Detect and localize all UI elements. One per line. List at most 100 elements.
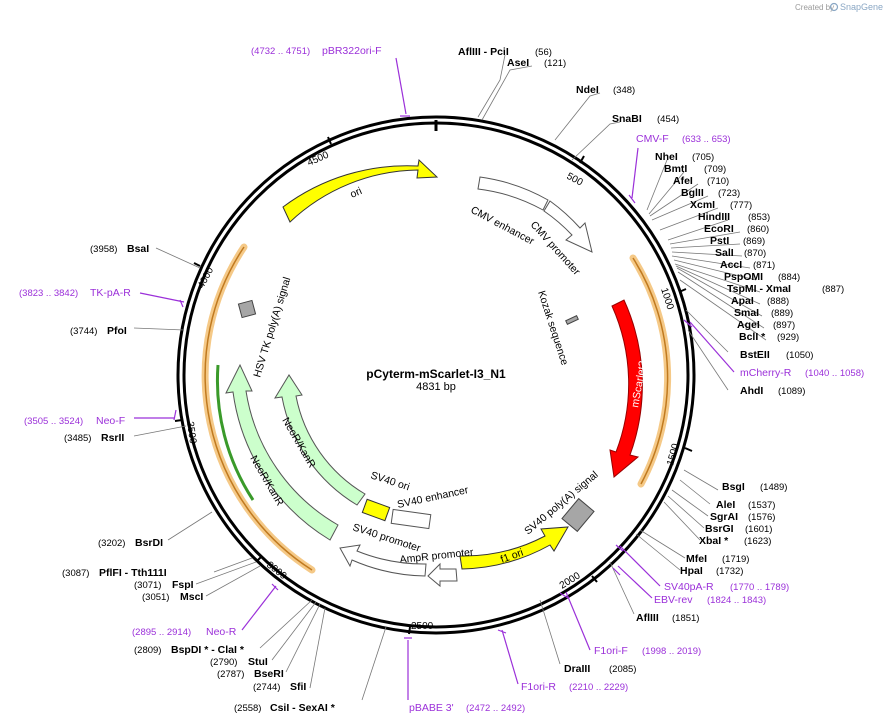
primer-mcherry[interactable]: mCherry-R [740,367,792,379]
site-apai[interactable]: ApaI [731,295,754,307]
primer-line [241,585,277,631]
primer-tkpa-pos: (3823 .. 3842) [19,288,78,299]
leader-line [133,425,187,437]
primer-neof[interactable]: Neo-F [96,415,125,427]
leader-line [671,255,751,269]
site-ndei[interactable]: NdeI [576,84,599,96]
site-bsgi[interactable]: BsgI [722,481,745,493]
cmv-promoter-feature[interactable] [543,200,593,253]
sv40-ori-feature[interactable] [361,498,391,522]
primer-line [619,545,661,587]
site-bglii[interactable]: BglII [681,187,704,199]
highlight-outline [204,246,313,571]
site-sgrai[interactable]: SgrAI [710,511,738,523]
primer-line [395,57,407,115]
site-sali[interactable]: SalI [715,247,734,259]
site-ahdi[interactable]: AhdI [740,385,763,397]
site-bsteii[interactable]: BstEII [740,349,770,361]
primer-f1orir[interactable]: F1ori-R [521,681,556,693]
site-hpai-pos: (1732) [716,566,743,577]
site-msci-pos: (3051) [142,592,169,603]
site-snabi[interactable]: SnaBI [612,113,642,125]
site-asei[interactable]: AseI [507,57,529,69]
primer-pbr322[interactable]: pBR322ori-F [322,45,382,57]
site-alei-pos: (1537) [748,500,775,511]
primer-mark [179,299,184,308]
site-hpai[interactable]: HpaI [680,565,703,577]
ampr-promoter-feature[interactable] [427,562,458,588]
site-bsai[interactable]: BsaI [127,243,149,255]
ori-feature[interactable] [282,158,439,223]
site-nhei-pos: (705) [692,152,714,163]
primer-sv40pa[interactable]: SV40pA-R [664,581,714,593]
site-xbai[interactable]: XbaI * [699,535,729,547]
site-afliii-pcii[interactable]: AflIII - PciI [458,46,509,58]
site-agei[interactable]: AgeI [737,319,760,331]
site-pspomi[interactable]: PspOMI [724,271,763,283]
mscarlet3-feature[interactable] [609,299,643,478]
site-sfii[interactable]: SfiI [290,681,306,693]
tick-marks [174,136,693,635]
primer-f1orif[interactable]: F1ori-F [594,645,628,657]
site-bmti[interactable]: BmtI [664,163,687,175]
site-rsrii[interactable]: RsrII [101,432,124,444]
site-bsrdi[interactable]: BsrDI [135,537,163,549]
site-nhei[interactable]: NheI [655,151,678,163]
site-bcli[interactable]: BclI * [739,331,766,343]
site-pfoi[interactable]: PfoI [107,325,127,337]
primer-ebv[interactable]: EBV-rev [654,594,693,606]
leader-line [677,271,765,329]
site-alei[interactable]: AleI [716,499,735,511]
primer-mark [683,319,693,328]
hsv-tk-polya-feature[interactable] [237,299,257,319]
cmv-enhancer-feature[interactable] [477,176,549,211]
site-xcmi[interactable]: XcmI [690,199,715,211]
site-draiii[interactable]: DraIII [564,663,590,675]
leader-line [309,607,326,689]
leader-line [667,495,705,529]
neor-outer-feature[interactable] [225,363,339,541]
primer-tkpa[interactable]: TK-pA-R [90,287,131,299]
site-tspmi-xmai[interactable]: TspMI - XmaI [727,283,791,295]
hsv-tk-polya-label: HSV TK poly(A) signal [251,276,293,379]
sv40-promoter-lower-feature[interactable] [339,544,427,577]
leader-line [649,183,699,217]
sv40-enhancer-feature[interactable] [390,508,432,530]
site-msci[interactable]: MscI [180,591,203,603]
site-bsrgi[interactable]: BsrGI [705,523,734,535]
kozak-feature[interactable] [565,314,579,326]
leader-line [671,489,709,517]
site-tspmi-xmai-pos: (887) [822,284,844,295]
site-ecori[interactable]: EcoRI [704,223,734,235]
site-stui[interactable]: StuI [248,656,268,668]
primer-neor[interactable]: Neo-R [206,626,237,638]
site-bseri-pos: (2787) [217,669,244,680]
leader-line [285,603,321,673]
primer-pbabe[interactable]: pBABE 3' [409,702,454,714]
site-psti[interactable]: PstI [710,235,729,247]
tick-mark [684,447,693,452]
site-acci[interactable]: AccI [720,259,742,271]
primer-line [617,565,653,599]
f1-ori-feature[interactable] [459,526,569,570]
site-ecori-pos: (860) [747,224,769,235]
site-sgrai-pos: (1576) [748,512,775,523]
site-bspdi-clai[interactable]: BspDI * - ClaI * [171,644,245,656]
sv40-polya-feature[interactable] [561,497,595,533]
site-afliii-2[interactable]: AflIII [636,612,659,624]
leader-line [675,265,761,305]
site-pflfi-tth111i[interactable]: PflFI - Tth111I [99,567,167,579]
site-smai-pos: (889) [771,308,793,319]
tick-label: 3500 [184,421,198,445]
site-afei[interactable]: AfeI [673,175,693,187]
site-hindiii[interactable]: HindIII [698,211,730,223]
plasmid-name: pCyterm-mScarlet-I3_N1 [366,367,506,381]
neor-inner-feature[interactable] [274,374,366,506]
site-csi-sexai[interactable]: CsiI - SexAI * [270,702,336,714]
site-bseri[interactable]: BseRI [254,668,284,680]
site-fspi[interactable]: FspI [172,579,194,591]
primer-cmvf[interactable]: CMV-F [636,133,669,145]
site-smai[interactable]: SmaI [734,307,759,319]
site-mfei[interactable]: MfeI [686,553,707,565]
leader-line [554,92,601,141]
